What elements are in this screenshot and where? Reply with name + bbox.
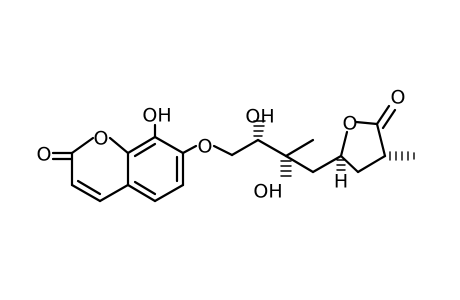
bond-c8a-c8 bbox=[126, 135, 157, 155]
bond-c3-c4-inner bbox=[76, 179, 102, 196]
atom-label-o-ether: O bbox=[198, 136, 213, 158]
atom-label-o-ring-coumarin: O bbox=[94, 128, 109, 150]
atom-label-oh-c2: OH bbox=[245, 106, 274, 128]
atom-label-o-carbonyl-coumarin: O bbox=[37, 144, 52, 166]
bond-c5-oring bbox=[339, 130, 349, 158]
bond-c3l-c4l bbox=[356, 154, 387, 174]
bond-c8a-c8-inner bbox=[133, 142, 157, 158]
bond-c2-o1 bbox=[70, 136, 95, 155]
bond-oether-ch2 bbox=[212, 144, 234, 157]
bond-c2l-carbonyl bbox=[375, 104, 391, 126]
bond-ch2-c5 bbox=[311, 154, 343, 174]
bond-c2l-c3l bbox=[375, 122, 387, 158]
bond-c5-c4a bbox=[126, 183, 157, 203]
bond-ch2-c2 bbox=[230, 138, 260, 157]
bond-c8-c7 bbox=[153, 135, 185, 155]
bond-c2-c3 bbox=[256, 138, 288, 158]
atom-label-o-carbonyl-lactone: O bbox=[391, 87, 406, 109]
atom-label-h-stereo: H bbox=[334, 171, 348, 193]
bond-c3-methyl bbox=[284, 138, 315, 158]
bond-c2l-carbonyl-double bbox=[381, 108, 397, 130]
bond-o1-c8a bbox=[108, 136, 130, 155]
bond-c3-ch2 bbox=[284, 154, 315, 174]
atom-label-o-ring-lactone: O bbox=[343, 113, 358, 135]
bond-c4l-c5 bbox=[339, 154, 360, 174]
bond-c7-oether bbox=[181, 144, 198, 155]
atom-label-oh-c3: OH bbox=[253, 181, 282, 203]
hashed-wedge-c3l-methyl bbox=[389, 151, 415, 161]
atom-label-oh-phenol: OH bbox=[142, 105, 171, 127]
bond-c3-c4 bbox=[70, 183, 102, 203]
bond-c6-c5 bbox=[153, 183, 185, 203]
hashed-wedge-c3-oh bbox=[280, 160, 292, 177]
bond-oring-c2l bbox=[354, 120, 379, 126]
hashed-wedge-c2-oh bbox=[253, 120, 266, 137]
bond-c4-c4a bbox=[98, 183, 130, 203]
hashed-wedge-c5-h bbox=[336, 159, 346, 171]
bond-c5-c4a-inner bbox=[133, 180, 157, 196]
